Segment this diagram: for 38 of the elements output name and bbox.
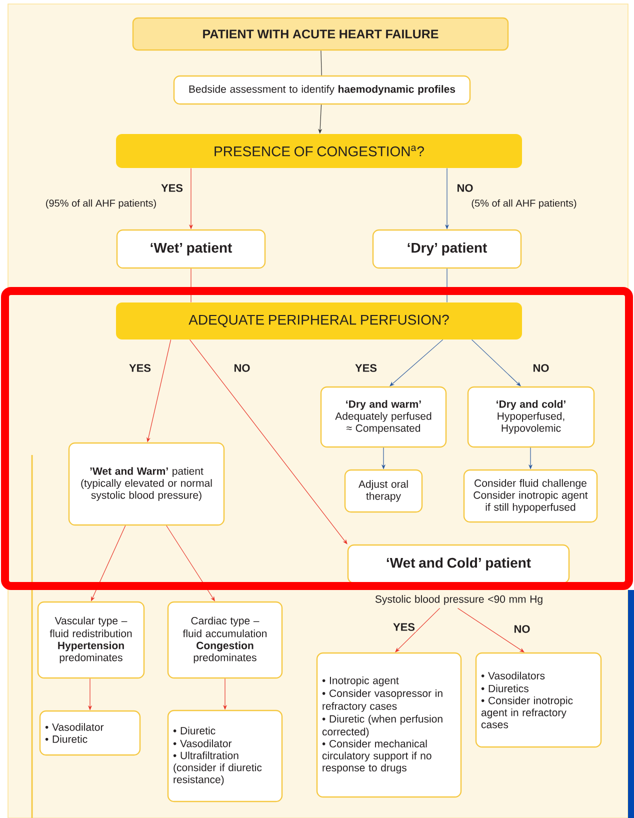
edge-label: NO [232, 363, 252, 373]
arrow [390, 339, 444, 386]
process-box: • Diuretic • Vasodilator • Ultrafiltration (consider if diuretic resistance) [167, 710, 283, 802]
edge-label: YES [354, 363, 378, 373]
process-box: • Inotropic agent • Consider vasopressor in refractory cases • Diuretic (when perfusion corrected) • Consider mechanical circulatory support if no response to drugs [316, 652, 462, 798]
process-box: ’Wet and Warm’ patient (typically elevated or normal systolic blood pressure) [68, 442, 225, 526]
note-text: (5% of all AHF patients) [472, 199, 576, 209]
edge-label: NO [512, 624, 532, 634]
title-box: PATIENT WITH ACUTE HEART FAILURE [132, 17, 509, 51]
arrow [190, 339, 348, 544]
edge-label: YES [128, 363, 152, 373]
edge-label: NO [456, 183, 474, 193]
connector-line [446, 268, 448, 303]
edge-label: NO [532, 363, 550, 373]
edge-label: YES [392, 622, 416, 632]
connector-line [320, 50, 322, 76]
process-box: Cardiac type – fluid accumulation Congestion predominates [167, 601, 283, 679]
process-box: ‘Dry’ patient [372, 229, 522, 269]
note-text: (95% of all AHF patients) [46, 199, 156, 209]
process-box: ‘Dry and cold’ Hypoperfused, Hypovolemic [467, 386, 595, 448]
condition-text: Systolic blood pressure <90 mm Hg [375, 595, 542, 605]
process-box: ‘Wet and Cold’ patient [347, 544, 570, 584]
arrow [395, 608, 440, 652]
process-box: Consider fluid challenge Consider inotropic agent if still hypoperfused [463, 469, 598, 523]
process-box: Bedside assessment to identify haemodynamic profiles [173, 75, 471, 105]
process-box: • Vasodilator • Diuretic [39, 710, 141, 756]
connector-line [190, 268, 192, 303]
decision-box: PRESENCE OF CONGESTION$^{a}$? [116, 134, 522, 168]
edge-label: YES [160, 183, 184, 193]
decision-box: ADEQUATE PERIPHERAL PERFUSION? [116, 302, 522, 340]
process-box: Adjust oral therapy [344, 469, 423, 513]
arrow [166, 525, 215, 602]
process-box: • Vasodilators • Diuretics • Consider inotropic agent in refractory cases [475, 652, 602, 748]
arrow [458, 608, 524, 652]
arrow [472, 339, 521, 386]
process-box: ‘Wet’ patient [116, 229, 266, 269]
process-box: Vascular type – fluid redistribution Hypertension predominates [37, 601, 145, 679]
process-box: ‘Dry and warm’ Adequately perfused ≈ Compensated [320, 386, 447, 448]
